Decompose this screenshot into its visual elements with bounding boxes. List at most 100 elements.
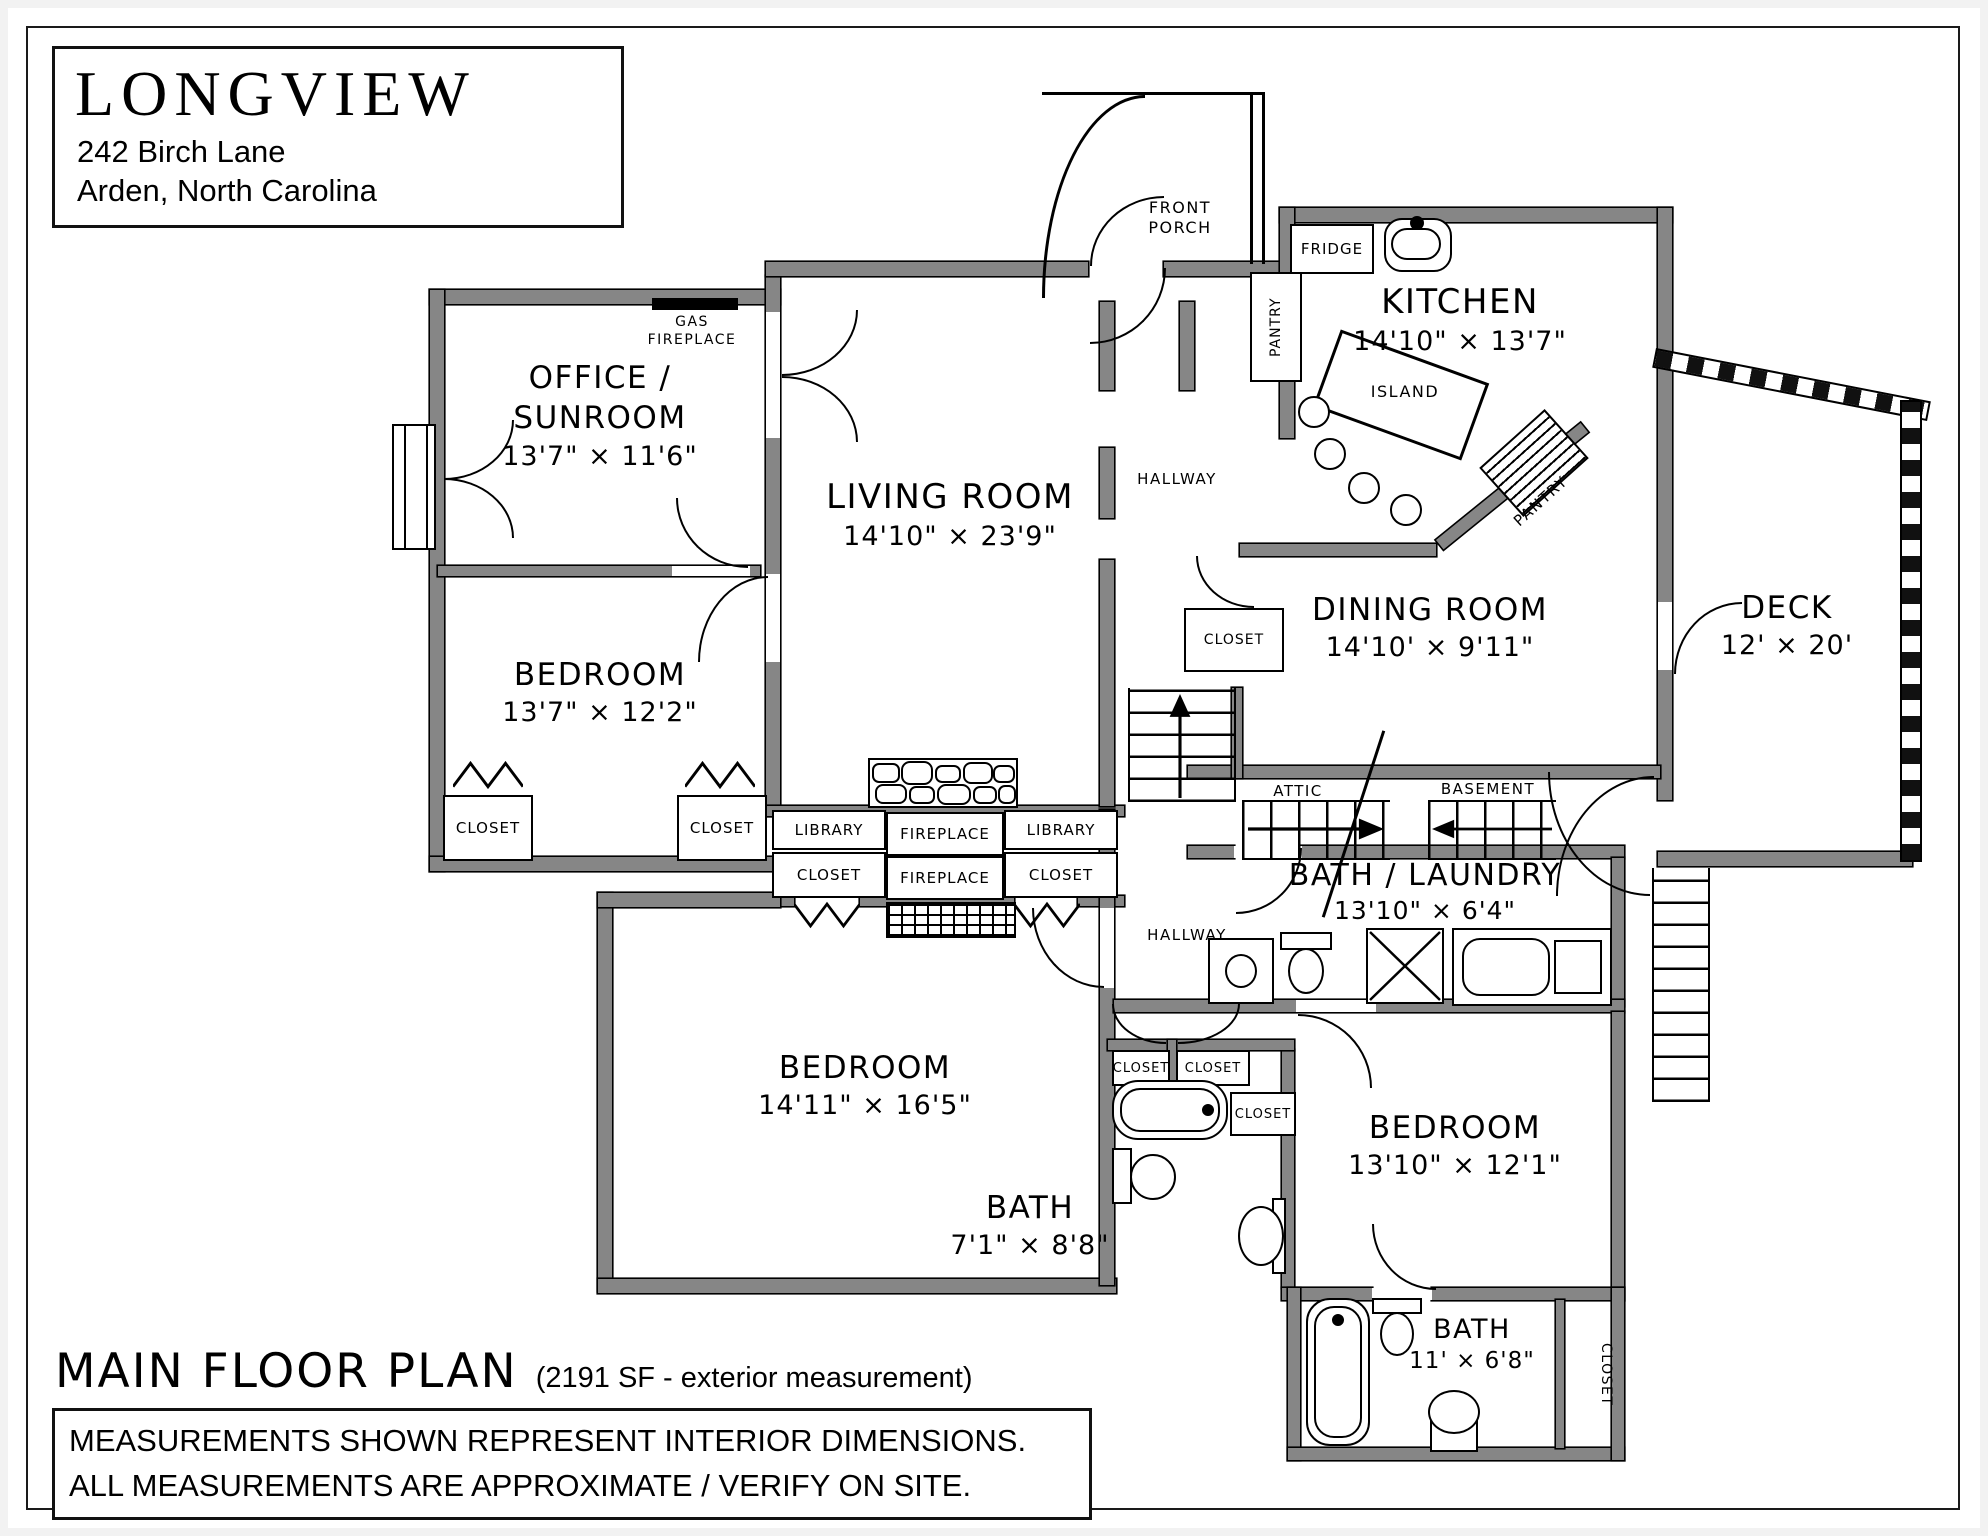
library-label: LIBRARY — [1026, 821, 1096, 839]
closet-label: CLOSET — [796, 866, 862, 884]
front-porch-line1: FRONT — [1148, 198, 1212, 217]
wall-bath3-right — [1612, 1288, 1624, 1460]
room-label-bath-center: BATH 7'1" × 8'8" — [880, 1188, 1180, 1263]
office-name-1: OFFICE / — [528, 360, 672, 396]
wall-corridor-top — [1188, 766, 1660, 778]
fireplace-upper: FIREPLACE — [886, 812, 1004, 856]
bedroom2-dims: 14'11" × 16'5" — [758, 1090, 972, 1122]
washer-icon — [1462, 938, 1550, 996]
room-label-dining: DINING ROOM 14'10' × 9'11" — [1280, 590, 1580, 665]
bedroom3-dims: 13'10" × 12'1" — [1348, 1150, 1562, 1182]
wall-closetrow-bottom-a — [766, 896, 794, 906]
room-label-bedroom3: BEDROOM 13'10" × 12'1" — [1310, 1108, 1600, 1183]
bedroom1-dims: 13'7" × 12'2" — [502, 697, 698, 729]
fireplace-lower: FIREPLACE — [886, 856, 1004, 900]
deck-dims: 12' × 20' — [1720, 630, 1854, 662]
center-sink-bowl — [1238, 1206, 1284, 1266]
porch-right-edge-2 — [1262, 92, 1265, 264]
title-block: LONGVIEW 242 Birch Lane Arden, North Car… — [52, 46, 624, 228]
attic-arrow — [1248, 818, 1384, 840]
shower-icon — [1366, 928, 1444, 1004]
kitchen-faucet — [1410, 216, 1424, 230]
closet-label: CLOSET — [455, 819, 521, 837]
gas-fireplace-line2: FIREPLACE — [647, 331, 737, 348]
center-tub-drain — [1202, 1104, 1214, 1116]
closet-row-right: CLOSET — [1004, 852, 1118, 898]
wall-hall-left-mid — [1100, 560, 1114, 806]
plan-title-row: MAIN FLOOR PLAN (2191 SF - exterior meas… — [55, 1344, 973, 1399]
wall-bedroom2-top — [598, 893, 780, 907]
address-line-2: Arden, North Carolina — [77, 173, 377, 209]
room-label-bedroom1: BEDROOM 13'7" × 12'2" — [450, 655, 750, 730]
closet-label: CLOSET — [1234, 1106, 1292, 1122]
bedroom2-name: BEDROOM — [778, 1050, 952, 1086]
bath3-sink-bowl — [1428, 1390, 1480, 1434]
bifold-door-icon-closet1b — [685, 760, 755, 790]
closet-row-left: CLOSET — [772, 852, 886, 898]
wall-bath3-closet-divider — [1556, 1300, 1564, 1448]
center-closet-3: CLOSET — [1230, 1092, 1296, 1136]
wall-bath3-bottom — [1288, 1448, 1624, 1460]
wall-corridor-bottom-a — [1188, 846, 1234, 858]
library-label: LIBRARY — [794, 821, 864, 839]
wall-closetrow-center-divider — [1168, 1040, 1176, 1082]
closet-label: CLOSET — [689, 819, 755, 837]
library-left: LIBRARY — [772, 810, 886, 850]
room-label-bath3: BATH 11' × 6'8" — [1392, 1312, 1552, 1377]
office-dims: 13'7" × 11'6" — [502, 440, 698, 472]
room-label-office: OFFICE / SUNROOM 13'7" × 11'6" — [450, 358, 750, 474]
kitchen-name: KITCHEN — [1381, 282, 1539, 322]
stone-fireplace-icon — [868, 758, 1018, 808]
laundry-vanity-sink — [1225, 954, 1257, 988]
bath3-tub-drain — [1332, 1314, 1344, 1326]
fireplace-label: FIREPLACE — [900, 825, 990, 843]
door-gap-bedroom1 — [766, 574, 780, 662]
basement-arrow — [1432, 819, 1552, 839]
island-stool-4 — [1390, 494, 1422, 526]
bath3-tub-inner — [1314, 1306, 1362, 1438]
closet-label: CLOSET — [1203, 632, 1265, 648]
laundry-sink — [1554, 940, 1602, 994]
stairs-up-arrow — [1169, 694, 1191, 798]
closet-label: CLOSET — [1184, 1060, 1242, 1076]
dining-dims: 14'10' × 9'11" — [1325, 632, 1535, 664]
bedroom1-closet-right: CLOSET — [677, 795, 767, 861]
door-gap-bath3 — [1372, 1288, 1432, 1300]
wall-bath3-divider-a — [1282, 1288, 1372, 1300]
wall-bedroom3-right — [1612, 1012, 1624, 1300]
wall-closetrow-bottom-b — [860, 896, 1014, 906]
wall-closetrow-center-top — [1108, 1040, 1294, 1050]
wall-bath3-left — [1288, 1288, 1300, 1460]
wall-bedroom2-left — [598, 893, 612, 1291]
basement-label: BASEMENT — [1440, 780, 1536, 798]
wall-kitchen-right — [1658, 208, 1672, 800]
bath3-name: BATH — [1433, 1314, 1511, 1345]
living-dims: 14'10" × 23'9" — [843, 521, 1057, 553]
bath3-tub-icon — [1306, 1298, 1370, 1446]
bifold-door-icon-closet1a — [453, 760, 523, 790]
wall-kitchen-top — [1280, 208, 1672, 222]
wall-living-bottom — [766, 806, 1124, 816]
bath-laundry-dims: 13'10" × 6'4" — [1333, 896, 1517, 925]
room-label-kitchen: KITCHEN 14'10" × 13'7" — [1310, 280, 1610, 359]
wall-living-top — [766, 262, 1088, 276]
closet-label: CLOSET — [1112, 1060, 1170, 1076]
wall-dining-top — [1240, 544, 1436, 556]
wall-deck-bottom — [1658, 852, 1912, 866]
island-stool-2 — [1314, 438, 1346, 470]
gas-fireplace-line1: GAS — [675, 314, 709, 330]
bath-center-dims: 7'1" × 8'8" — [950, 1230, 1110, 1262]
library-right: LIBRARY — [1004, 810, 1118, 850]
door-gap-bedroom3 — [1296, 1000, 1376, 1012]
hallway-upper-label: HALLWAY — [1137, 470, 1217, 488]
center-tub-icon — [1112, 1080, 1228, 1140]
wall-office-bedroom1-divider — [438, 566, 760, 576]
plan-note: (2191 SF - exterior measurement) — [535, 1362, 973, 1394]
disclaimer-box: MEASUREMENTS SHOWN REPRESENT INTERIOR DI… — [52, 1408, 1092, 1520]
office-window — [392, 424, 436, 550]
bedroom1-name: BEDROOM — [513, 657, 687, 693]
kitchen-sink-icon — [1384, 216, 1452, 272]
office-name-2: SUNROOM — [513, 400, 687, 437]
dining-closet: CLOSET — [1184, 608, 1284, 672]
